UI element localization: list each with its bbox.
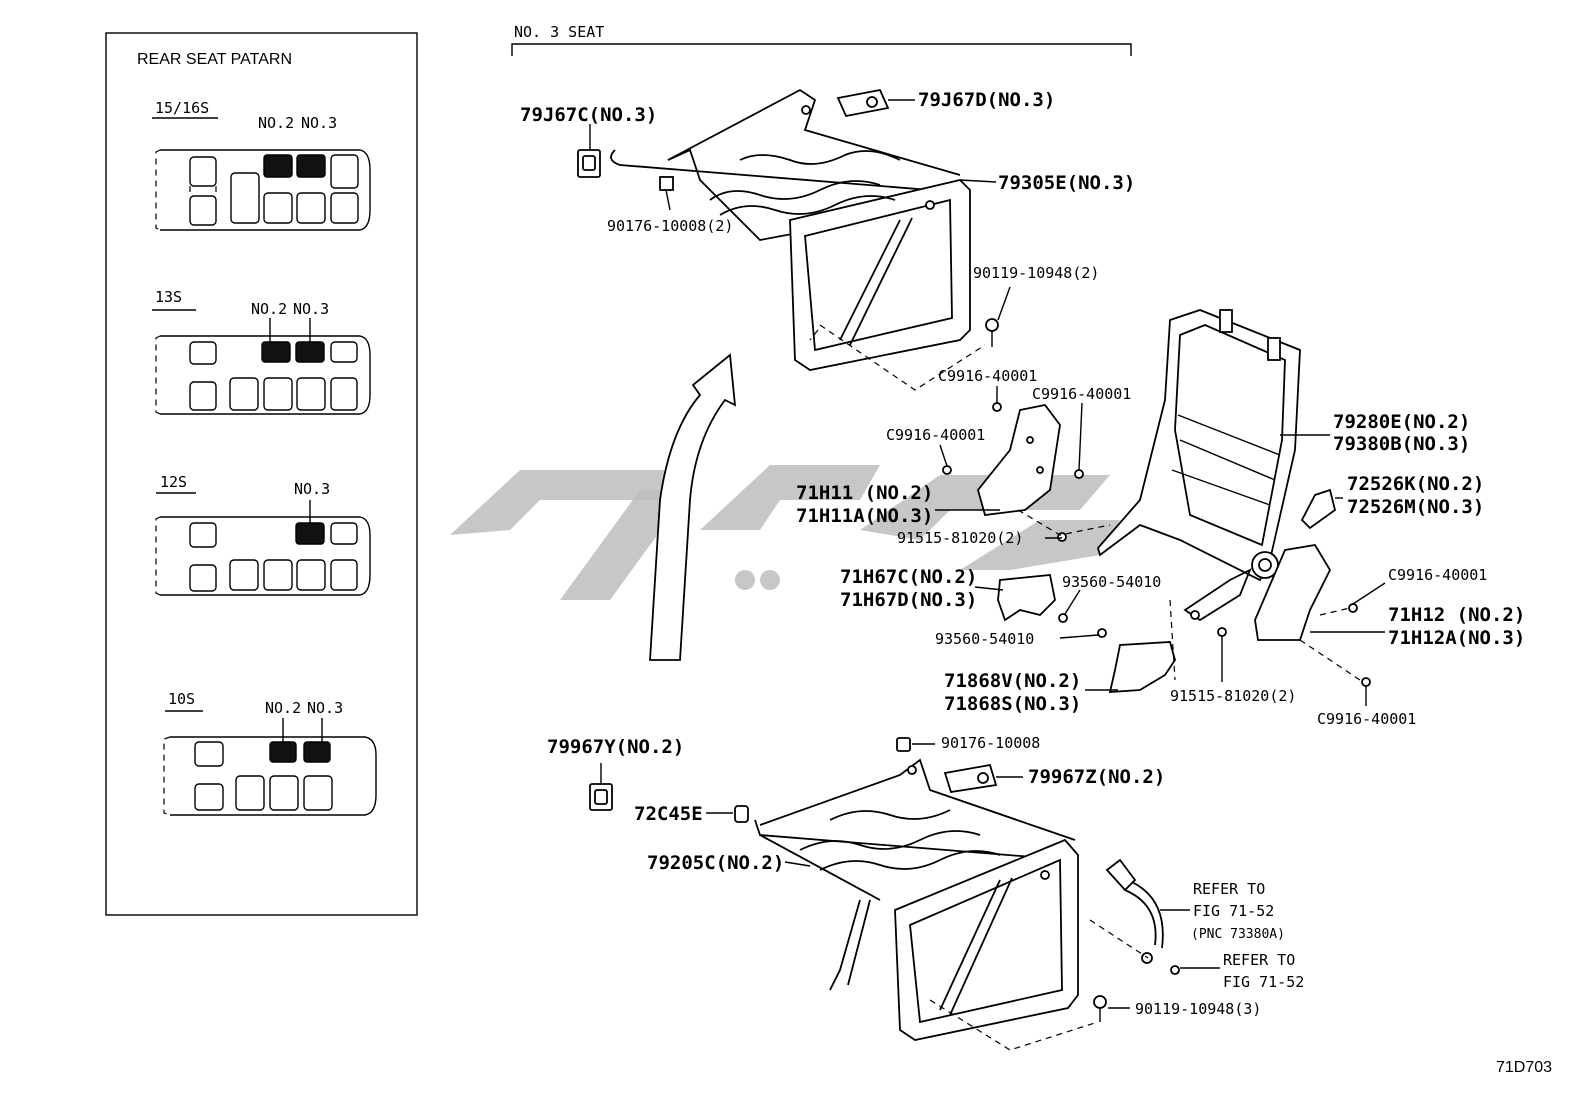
callout-c9916-c: C9916-40001 xyxy=(886,426,985,444)
svg-text:12S: 12S xyxy=(160,473,187,491)
callout-labels: 79J67C(NO.3) 79J67D(NO.3) 79305E(NO.3) 9… xyxy=(520,89,1525,1018)
upper-cushion-frame xyxy=(610,88,986,391)
callout-71h12a: 71H12A(NO.3) xyxy=(1388,627,1525,649)
leader-lines xyxy=(589,99,1386,1009)
callout-90119-3: 90119-10948(3) xyxy=(1135,1000,1261,1018)
callout-71h12: 71H12 (NO.2) xyxy=(1388,604,1525,626)
fasteners xyxy=(942,402,1371,687)
diagram-id: 71D703 xyxy=(1496,1059,1552,1076)
svg-text:NO.2: NO.2 xyxy=(251,300,287,318)
callout-91515-b: 91515-81020(2) xyxy=(1170,687,1296,705)
callout-71868s: 71868S(NO.3) xyxy=(944,693,1081,715)
config-15-16s: 15/16S NO.2 NO.3 xyxy=(152,99,371,231)
svg-text:NO.3: NO.3 xyxy=(294,480,330,498)
callout-c9916-d: C9916-40001 xyxy=(1388,566,1487,584)
cover-71h12 xyxy=(1254,544,1332,641)
svg-text:NO.2: NO.2 xyxy=(258,114,294,132)
bolt-90119-lower xyxy=(1093,995,1107,1022)
pattern-title: REAR SEAT PATARN xyxy=(137,51,292,68)
callout-79j67c: 79J67C(NO.3) xyxy=(520,104,657,126)
callout-91515-a: 91515-81020(2) xyxy=(897,529,1023,547)
callout-72526m: 72526M(NO.3) xyxy=(1347,496,1484,518)
callout-71h11: 71H11 (NO.2) xyxy=(796,482,933,504)
callout-refer-1-pnc: (PNC 73380A) xyxy=(1191,927,1285,942)
svg-text:NO.3: NO.3 xyxy=(301,114,337,132)
callout-79380b: 79380B(NO.3) xyxy=(1333,433,1470,455)
svg-text:NO.3: NO.3 xyxy=(293,300,329,318)
callout-refer-2-fig: FIG 71-52 xyxy=(1223,973,1304,991)
callout-71h67d: 71H67D(NO.3) xyxy=(840,589,977,611)
cap-72c45e xyxy=(734,805,749,823)
svg-text:15/16S: 15/16S xyxy=(155,99,209,117)
config-12s: 12S NO.3 xyxy=(155,473,371,596)
callout-71h67c: 71H67C(NO.2) xyxy=(840,566,977,588)
lower-cushion-frame xyxy=(754,758,1099,1051)
bracket-79j67c xyxy=(577,149,601,178)
config-13s: 13S NO.2 NO.3 xyxy=(152,288,371,415)
callout-c9916-e: C9916-40001 xyxy=(1317,710,1416,728)
callout-79967z: 79967Z(NO.2) xyxy=(1028,766,1165,788)
callout-79j67d: 79J67D(NO.3) xyxy=(918,89,1055,111)
knob-72526 xyxy=(1300,488,1337,530)
callout-c9916-b: C9916-40001 xyxy=(1032,385,1131,403)
nut-90176-lower xyxy=(896,737,911,752)
cover-71h67 xyxy=(997,574,1056,622)
section-bracket: NO. 3 SEAT xyxy=(511,23,1132,56)
svg-text:NO.3: NO.3 xyxy=(307,699,343,717)
callout-refer-1: REFER TO xyxy=(1193,880,1265,898)
callout-refer-2: REFER TO xyxy=(1223,951,1295,969)
callout-c9916-a: C9916-40001 xyxy=(938,367,1037,385)
seatback-frame xyxy=(1097,309,1301,622)
section-title: NO. 3 SEAT xyxy=(514,23,604,41)
rear-seat-pattern-box: REAR SEAT PATARN 15/16S NO.2 NO.3 13S xyxy=(105,32,418,916)
bracket-79967y xyxy=(589,783,613,811)
callout-79280e: 79280E(NO.2) xyxy=(1333,411,1470,433)
callout-79967y: 79967Y(NO.2) xyxy=(547,736,684,758)
bolt-90119-upper xyxy=(985,318,999,347)
callout-72c45e: 72C45E xyxy=(634,803,703,825)
callout-72526k: 72526K(NO.2) xyxy=(1347,473,1484,495)
cover-79j67d xyxy=(836,88,890,118)
callout-71868v: 71868V(NO.2) xyxy=(944,670,1081,692)
svg-text:10S: 10S xyxy=(168,690,195,708)
cover-71h11 xyxy=(977,404,1061,516)
callout-90176-2: 90176-10008(2) xyxy=(607,217,733,235)
callout-71h11a: 71H11A(NO.3) xyxy=(796,505,933,527)
cover-71868 xyxy=(1108,599,1176,693)
callout-refer-1-fig: FIG 71-52 xyxy=(1193,902,1274,920)
callout-79205c: 79205C(NO.2) xyxy=(647,852,784,874)
cover-79967z xyxy=(943,763,998,794)
svg-text:13S: 13S xyxy=(155,288,182,306)
svg-text:NO.2: NO.2 xyxy=(265,699,301,717)
callout-93560-a: 93560-54010 xyxy=(1062,573,1161,591)
callout-90119-2: 90119-10948(2) xyxy=(973,264,1099,282)
config-10s: 10S NO.2 NO.3 xyxy=(163,690,377,816)
nut-90176-upper xyxy=(659,176,674,191)
callout-93560-b: 93560-54010 xyxy=(935,630,1034,648)
callout-90176-1: 90176-10008 xyxy=(941,734,1040,752)
assembly-arrow xyxy=(649,353,737,661)
callout-79305e: 79305E(NO.3) xyxy=(998,172,1135,194)
belt-buckle xyxy=(1089,858,1180,975)
